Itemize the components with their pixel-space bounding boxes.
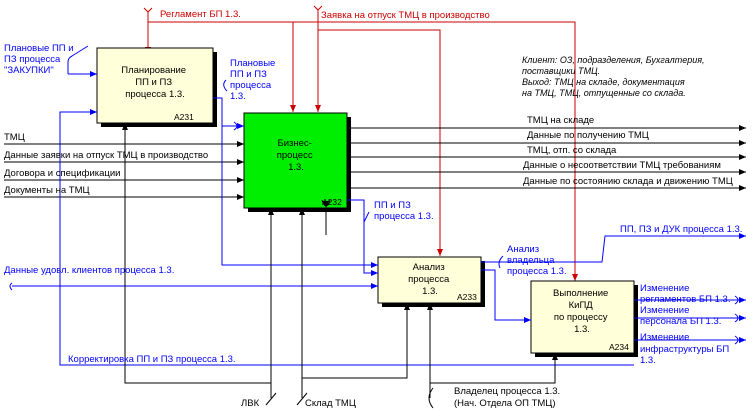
- korrektirovka-arrow: [59, 109, 634, 366]
- dannye-udovl-tunnel: [9, 282, 13, 291]
- box-a232[interactable]: Бизнес- процесс 1.3. A232: [243, 112, 348, 209]
- a234-code: A234: [609, 342, 629, 352]
- izm-infra-label: Изменение инфраструктуры БП 1.3.: [640, 332, 732, 366]
- a233-code: A233: [457, 292, 477, 302]
- a232-label: Бизнес- процесс 1.3.: [277, 138, 315, 173]
- a233-label: Анализ процесса 1.3.: [408, 262, 452, 297]
- box-a233[interactable]: Анализ процесса 1.3. A233: [377, 256, 482, 304]
- mechanism-arrows: [122, 123, 558, 409]
- box-a234[interactable]: Выполнение КиПД по процессу 1.3. A234: [530, 280, 635, 354]
- pp-i-pz-to-a233: [347, 199, 378, 276]
- planovye-zakupki-label: Плановые ПП и ПЗ процесса "ЗАКУПКИ": [4, 43, 76, 76]
- pp-i-pz-label: ПП и ПЗ процесса 1.3.: [374, 200, 434, 222]
- a231-code: A231: [174, 112, 194, 122]
- sklad-label: Склад ТМЦ: [305, 398, 356, 409]
- dannye-poluchenie-label: Данные по получению ТМЦ: [527, 130, 649, 141]
- reglament-to-a234: [293, 21, 578, 281]
- zayavka-label: Заявка на отпуск ТМЦ в производство: [321, 10, 490, 21]
- client-note: Клиент: ОЗ, подразделения, Бухгалтерия, …: [522, 55, 707, 98]
- izm-personala-label: Изменение персонала БП 1.3.: [640, 305, 721, 327]
- analiz-to-a234: [481, 269, 531, 323]
- planovye-tunnel: [233, 121, 238, 131]
- zayavka-to-a233: [318, 29, 443, 256]
- tmc-in-label: ТМЦ: [4, 132, 25, 143]
- izm-reglamentov-label: Изменение регламентов БП 1.3.: [640, 283, 730, 305]
- dogovora-label: Договора и спецификации: [4, 168, 121, 179]
- dannye-sostoyanie-label: Данные по состоянию склада и движению ТМ…: [523, 176, 733, 187]
- lvk-label: ЛВК: [241, 398, 260, 409]
- input-arrows: [4, 45, 634, 366]
- pp-pz-duk-label: ПП, ПЗ и ДУК процесса 1.3.: [620, 224, 742, 235]
- dokumenty-label: Документы на ТМЦ: [4, 185, 90, 196]
- planovye-zakupki-squiggle: [67, 45, 89, 74]
- zayavka-in-label: Данные заявки на отпуск ТМЦ в производст…: [4, 150, 208, 161]
- dannye-nesoot-label: Данные о несоответствии ТМЦ требованиям: [523, 160, 721, 171]
- planovye-to-a233: [213, 97, 378, 268]
- planovye-pp-label: Плановые ПП и ПЗ процесса 1.3.: [230, 58, 278, 102]
- box-a231[interactable]: Планирование ПП и ПЗ процесса 1.3. A231: [96, 47, 214, 124]
- a232-code: A232: [322, 197, 342, 207]
- a231-label: Планирование ПП и ПЗ процесса 1.3.: [121, 65, 188, 100]
- output-arrows: [347, 125, 746, 345]
- dannye-udovl-label: Данные удовл. клиентов процесса 1.3.: [4, 265, 174, 276]
- vladelets-label: Владелец процесса 1.3. (Нач. Отдела ОП Т…: [454, 386, 563, 409]
- korrektirovka-label: Корректировка ПП и ПЗ процесса 1.3.: [68, 354, 236, 365]
- analiz-vladeltsa-label: Анализ владельца процесса 1.3.: [507, 244, 567, 277]
- reglament-label: Регламент БП 1.3.: [160, 9, 241, 20]
- control-arrows: [143, 5, 578, 281]
- a234-label: Выполнение КиПД по процессу 1.3.: [553, 288, 611, 335]
- tmc-na-sklade-label: ТМЦ на складе: [527, 115, 594, 126]
- tmc-otp-label: ТМЦ, отп. со склада: [527, 145, 617, 156]
